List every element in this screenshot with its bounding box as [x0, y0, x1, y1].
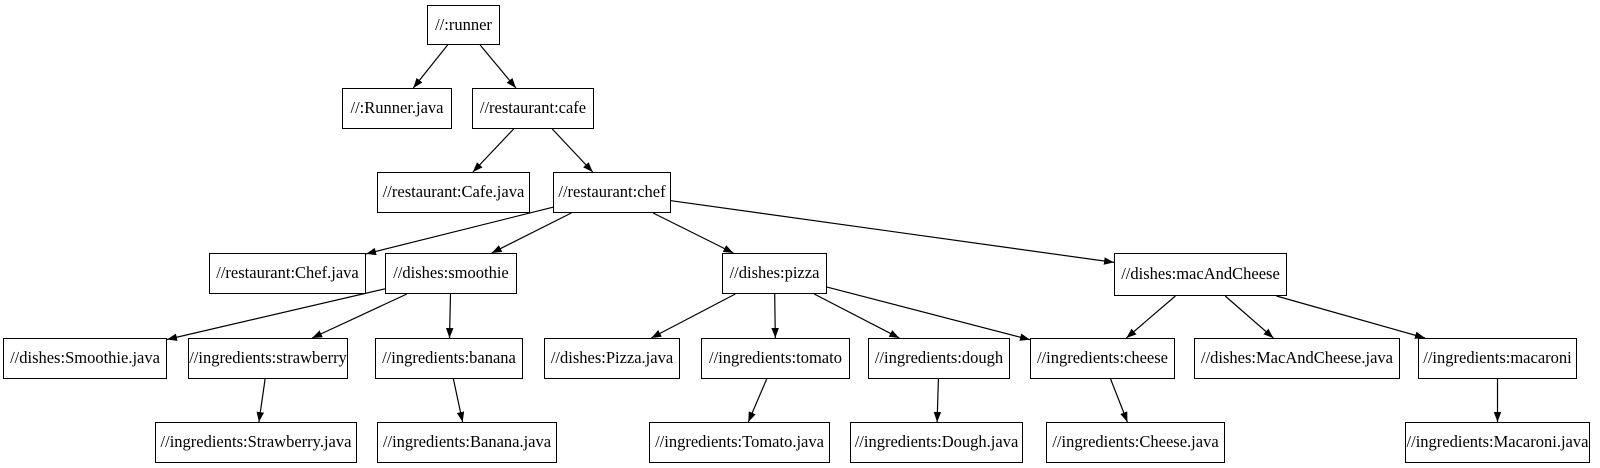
node-dough-java: //ingredients:Dough.java — [850, 422, 1023, 463]
node-tomato: //ingredients:tomato — [701, 338, 850, 379]
node-pizza: //dishes:pizza — [722, 253, 827, 294]
node-label: //ingredients:Cheese.java — [1052, 432, 1219, 452]
edge-runner-to-cafe — [479, 44, 517, 89]
edge-pizza-to-dough — [813, 293, 900, 339]
edge-cheese-to-cheese-java — [1110, 378, 1128, 423]
node-label: //:Runner.java — [350, 98, 444, 118]
node-mac-and-cheese-java: //dishes:MacAndCheese.java — [1194, 338, 1400, 379]
node-label: //dishes:pizza — [729, 263, 820, 283]
node-label: //dishes:smoothie — [393, 263, 509, 283]
node-label: //ingredients:tomato — [709, 348, 842, 368]
edge-mac-and-cheese-to-mac-and-cheese-java — [1224, 295, 1274, 339]
node-tomato-java: //ingredients:Tomato.java — [649, 422, 830, 463]
node-label: //ingredients:cheese — [1036, 348, 1169, 368]
node-label: //ingredients:Macaroni.java — [1406, 432, 1589, 452]
edge-runner-to-runner-java — [412, 44, 449, 89]
node-cafe: //restaurant:cafe — [472, 88, 594, 129]
node-label: //restaurant:chef — [558, 182, 666, 202]
node-smoothie-java: //dishes:Smoothie.java — [3, 338, 167, 379]
edge-dough-to-dough-java — [933, 378, 942, 423]
node-mac-and-cheese: //dishes:macAndCheese — [1114, 253, 1287, 296]
node-strawberry-java: //ingredients:Strawberry.java — [155, 422, 357, 463]
node-chef: //restaurant:chef — [553, 172, 671, 213]
node-cafe-java: //restaurant:Cafe.java — [377, 172, 530, 213]
node-pizza-java: //dishes:Pizza.java — [544, 338, 680, 379]
node-label: //ingredients:strawberry — [189, 348, 347, 368]
edge-banana-to-banana-java — [452, 378, 465, 423]
node-banana: //ingredients:banana — [375, 338, 523, 379]
node-label: //ingredients:dough — [874, 348, 1004, 368]
node-macaroni: //ingredients:macaroni — [1418, 338, 1577, 379]
node-label: //restaurant:Chef.java — [216, 263, 359, 283]
edge-strawberry-to-strawberry-java — [256, 378, 266, 423]
edge-chef-to-mac-and-cheese — [670, 200, 1115, 265]
edge-cafe-to-cafe-java — [472, 128, 515, 173]
node-cheese-java: //ingredients:Cheese.java — [1046, 422, 1225, 463]
node-smoothie: //dishes:smoothie — [385, 253, 517, 294]
node-macaroni-java: //ingredients:Macaroni.java — [1405, 422, 1590, 463]
node-label: //ingredients:Banana.java — [382, 432, 552, 452]
node-label: //dishes:Smoothie.java — [10, 348, 160, 368]
edge-chef-to-chef-java — [365, 206, 554, 256]
edge-mac-and-cheese-to-macaroni — [1276, 295, 1426, 339]
node-dough: //ingredients:dough — [868, 338, 1010, 379]
edge-cafe-to-chef — [551, 128, 594, 173]
node-label: //ingredients:Dough.java — [854, 432, 1019, 452]
edge-smoothie-to-banana — [445, 293, 454, 339]
edge-chef-to-pizza — [652, 212, 734, 254]
edge-pizza-to-pizza-java — [650, 293, 736, 339]
edge-mac-and-cheese-to-cheese — [1126, 295, 1176, 339]
node-label: //dishes:MacAndCheese.java — [1201, 348, 1393, 368]
node-runner: //:runner — [427, 5, 500, 45]
node-chef-java: //restaurant:Chef.java — [209, 253, 366, 294]
node-label: //restaurant:cafe — [479, 98, 587, 118]
edge-chef-to-smoothie — [491, 212, 572, 254]
node-banana-java: //ingredients:Banana.java — [377, 422, 557, 463]
node-strawberry: //ingredients:strawberry — [188, 338, 348, 379]
edge-pizza-to-tomato — [771, 293, 779, 339]
edge-smoothie-to-strawberry — [311, 293, 408, 339]
node-cheese: //ingredients:cheese — [1030, 338, 1175, 379]
node-label: //ingredients:Tomato.java — [655, 432, 824, 452]
node-label: //ingredients:banana — [382, 348, 516, 368]
edge-pizza-to-cheese — [826, 286, 1031, 341]
node-label: //dishes:macAndCheese — [1121, 264, 1280, 284]
node-label: //ingredients:Strawberry.java — [160, 432, 352, 452]
node-label: //:runner — [435, 14, 492, 34]
node-label: //restaurant:Cafe.java — [382, 182, 525, 202]
edge-smoothie-to-smoothie-java — [166, 288, 386, 341]
node-label: //ingredients:macaroni — [1423, 348, 1572, 368]
edge-tomato-to-tomato-java — [747, 378, 768, 423]
node-label: //dishes:Pizza.java — [550, 348, 674, 368]
node-runner-java: //:Runner.java — [342, 88, 452, 129]
